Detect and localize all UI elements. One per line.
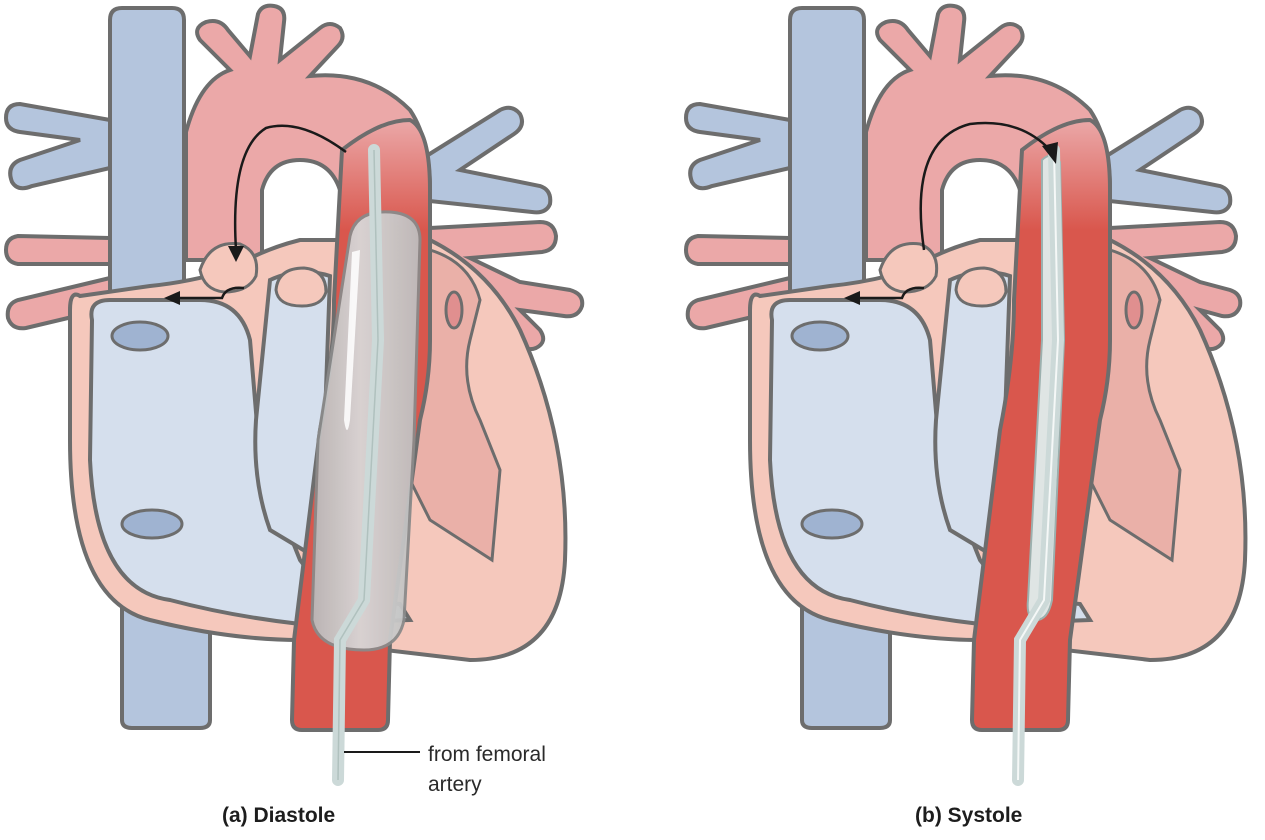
pulmonary-artery-right: [1108, 219, 1243, 352]
callout-femoral-artery: from femoral artery: [428, 743, 546, 796]
pulmonary-vein-right: [418, 105, 553, 215]
flow-arrow-coronary: [856, 286, 925, 300]
caption-diastole: (a) Diastole: [222, 804, 336, 827]
flow-arrow-systemic-head: [1042, 142, 1058, 164]
aortic-arch: [184, 3, 433, 262]
pulmonary-artery-right: [428, 219, 585, 352]
panel-systole: (b) Systole: [632, 0, 1265, 835]
pulmonary-vein-upper-left: [683, 101, 792, 191]
valve-ring-left: [878, 242, 939, 294]
flow-arrow-coronary: [176, 286, 245, 300]
pulmonary-vein-opening: [444, 290, 464, 330]
heart-illustration-systole: [683, 3, 1248, 786]
pulmonary-vein-upper-left: [3, 101, 112, 191]
flow-arrow-retrograde-head: [228, 246, 244, 262]
pulmonary-vein-opening: [1124, 290, 1144, 330]
heart-illustration-diastole: [3, 3, 585, 786]
coronary-sinus-upper: [790, 320, 850, 352]
valve-ring-right: [954, 266, 1008, 308]
coronary-sinus-lower: [120, 508, 184, 540]
valve-ring-left: [198, 242, 259, 294]
left-atrium: [408, 248, 502, 563]
flow-arrow-coronary-head: [844, 291, 860, 305]
flow-arrow-retrograde: [233, 124, 347, 251]
caption-systole: (b) Systole: [915, 804, 1023, 827]
coronary-sinus-lower: [800, 508, 864, 540]
pulmonary-vein-right: [1098, 105, 1233, 215]
balloon-highlight: [344, 250, 360, 430]
aortic-arch: [864, 3, 1113, 262]
valve-ring-right: [274, 266, 328, 308]
coronary-sinus-upper: [110, 320, 170, 352]
flow-arrow-coronary-head: [164, 291, 180, 305]
panel-diastole: from femoral artery (a) Diastole: [0, 0, 632, 835]
left-atrium: [1088, 248, 1182, 563]
flow-arrow-systemic: [919, 121, 1051, 251]
